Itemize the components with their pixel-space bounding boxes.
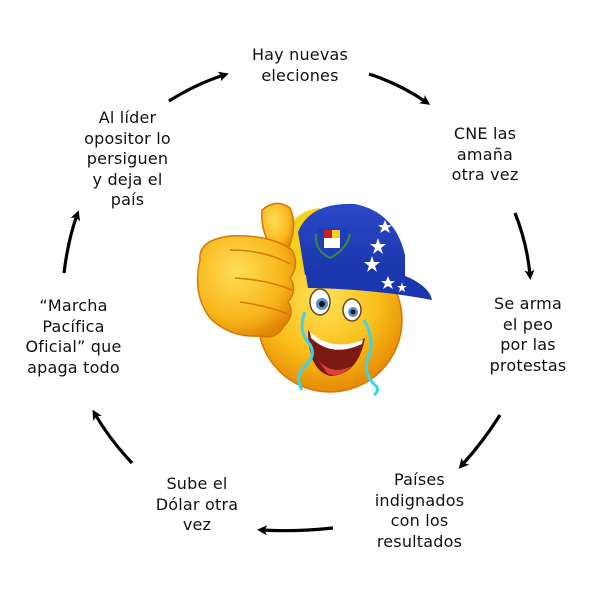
thumbs-up-hand — [196, 202, 297, 338]
star-icon — [378, 220, 392, 233]
left-tear — [297, 311, 314, 391]
node-new-elections: Hay nuevas eleciones — [251, 45, 349, 85]
arrow-n5-to-n6 — [92, 409, 134, 465]
arrow-n3-to-n4 — [458, 414, 502, 469]
node-opposition-leader: Al líder opositor lo persiguen y deja el… — [84, 108, 171, 209]
cap-stars — [364, 220, 407, 292]
cap-crown — [298, 203, 405, 280]
star-icon — [397, 282, 407, 292]
arrow-n4-to-n5 — [257, 525, 334, 536]
node-dollar-rises: Sube el Dólar otra vez — [155, 474, 239, 534]
node-protests: Se arma el peo por las protestas — [489, 294, 567, 375]
coat-of-arms-icon — [314, 228, 351, 260]
star-icon — [370, 238, 386, 254]
node-official-march: “Marcha Pacífica Oficial” que apaga todo — [25, 296, 122, 377]
arrow-n2-to-n3 — [513, 212, 535, 280]
node-countries-outraged: Países indignados con los resultados — [374, 470, 465, 551]
right-tear — [362, 319, 380, 397]
cap-brim — [305, 265, 432, 300]
node-cne-rigs: CNE las amaña otra vez — [451, 124, 519, 184]
star-icon — [381, 276, 395, 289]
crying-thumbs-up-emoji — [196, 202, 432, 397]
arrow-n1-to-n2 — [368, 72, 431, 105]
arrow-n7-to-n1 — [168, 71, 229, 103]
star-icon — [364, 256, 380, 272]
arrow-n6-to-n7 — [62, 210, 81, 274]
